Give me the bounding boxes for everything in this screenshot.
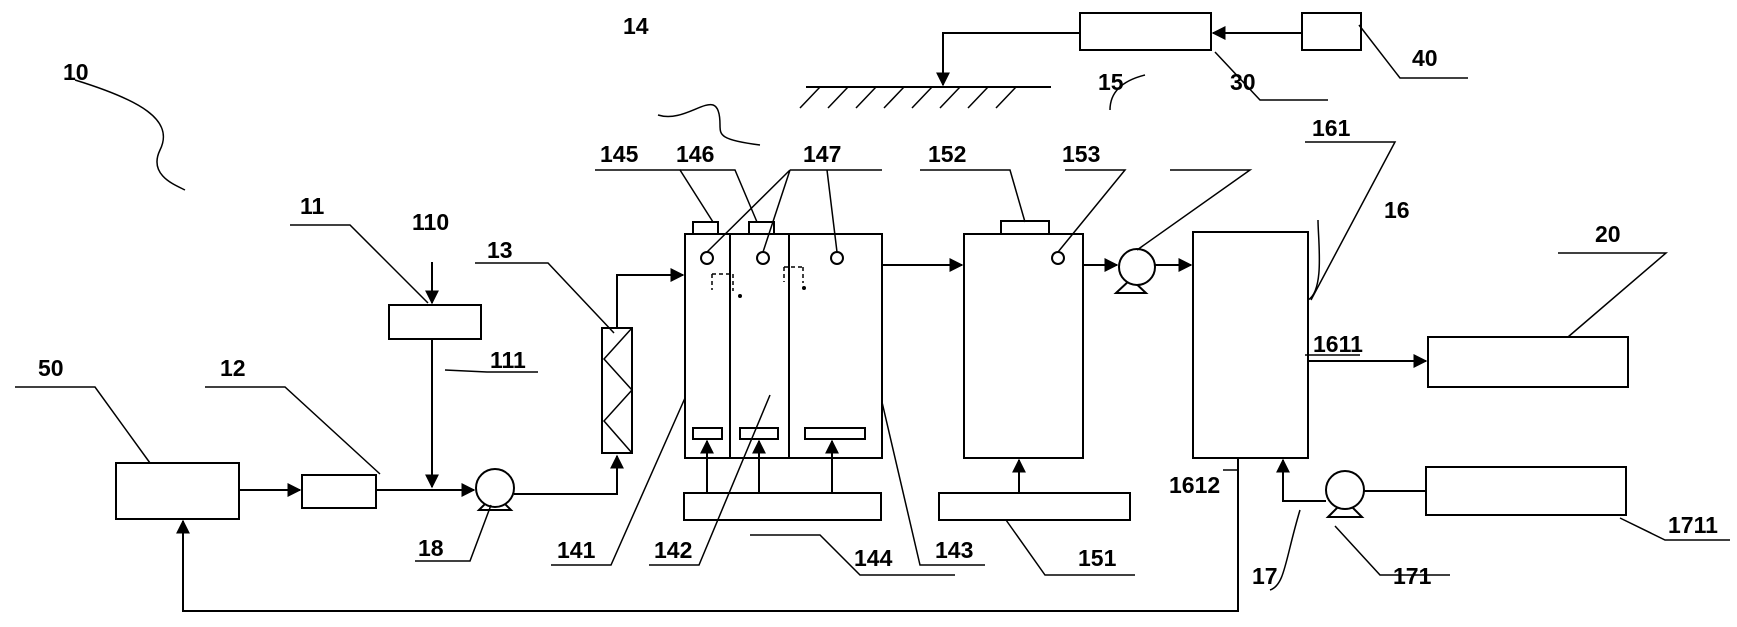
label-16: 16 [1384,197,1410,223]
leader-lines [15,24,1730,591]
label-30: 30 [1230,69,1256,95]
air-supply-151 [938,492,1131,521]
label-13: 13 [487,237,513,263]
pump-171 [1325,470,1365,518]
mixer-13 [601,327,634,454]
label-161: 161 [1312,115,1351,141]
label-20: 20 [1595,221,1621,247]
unit-40-box [1301,12,1362,51]
label-147: 147 [803,141,841,167]
label-40: 40 [1412,45,1438,71]
tank-15 [963,220,1084,459]
pump-transfer [1113,248,1156,294]
label-144: 144 [854,545,893,571]
label-17: 17 [1252,563,1278,589]
unit-16-box [1192,231,1309,459]
ground-symbol [799,86,1051,109]
label-11: 11 [300,193,325,219]
unit-20-box [1427,336,1629,388]
label-1711: 1711 [1668,512,1718,538]
label-50: 50 [38,355,64,381]
label-110: 110 [412,209,449,235]
label-143: 143 [935,537,973,563]
label-142: 142 [654,537,692,563]
label-145: 145 [600,141,639,167]
label-151: 151 [1078,545,1117,571]
air-supply-144 [683,492,882,521]
label-10: 10 [63,59,89,85]
label-1612: 1612 [1169,472,1220,498]
pump-18 [475,468,515,511]
label-12: 12 [220,355,246,381]
unit-50-box [115,462,240,520]
unit-30-box [1079,12,1212,51]
label-152: 152 [928,141,966,167]
label-153: 153 [1062,141,1100,167]
label-141: 141 [557,537,596,563]
label-15: 15 [1098,69,1124,95]
tank-14 [684,221,883,459]
label-146: 146 [676,141,714,167]
label-18: 18 [418,535,444,561]
unit-1711-box [1425,466,1627,516]
label-171: 171 [1393,563,1432,589]
label-14: 14 [623,13,649,39]
label-1611: 1611 [1313,331,1363,357]
unit-111-box [388,304,482,340]
flow-lines [176,26,1428,612]
label-111: 111 [490,347,526,373]
unit-12-box [301,474,377,509]
